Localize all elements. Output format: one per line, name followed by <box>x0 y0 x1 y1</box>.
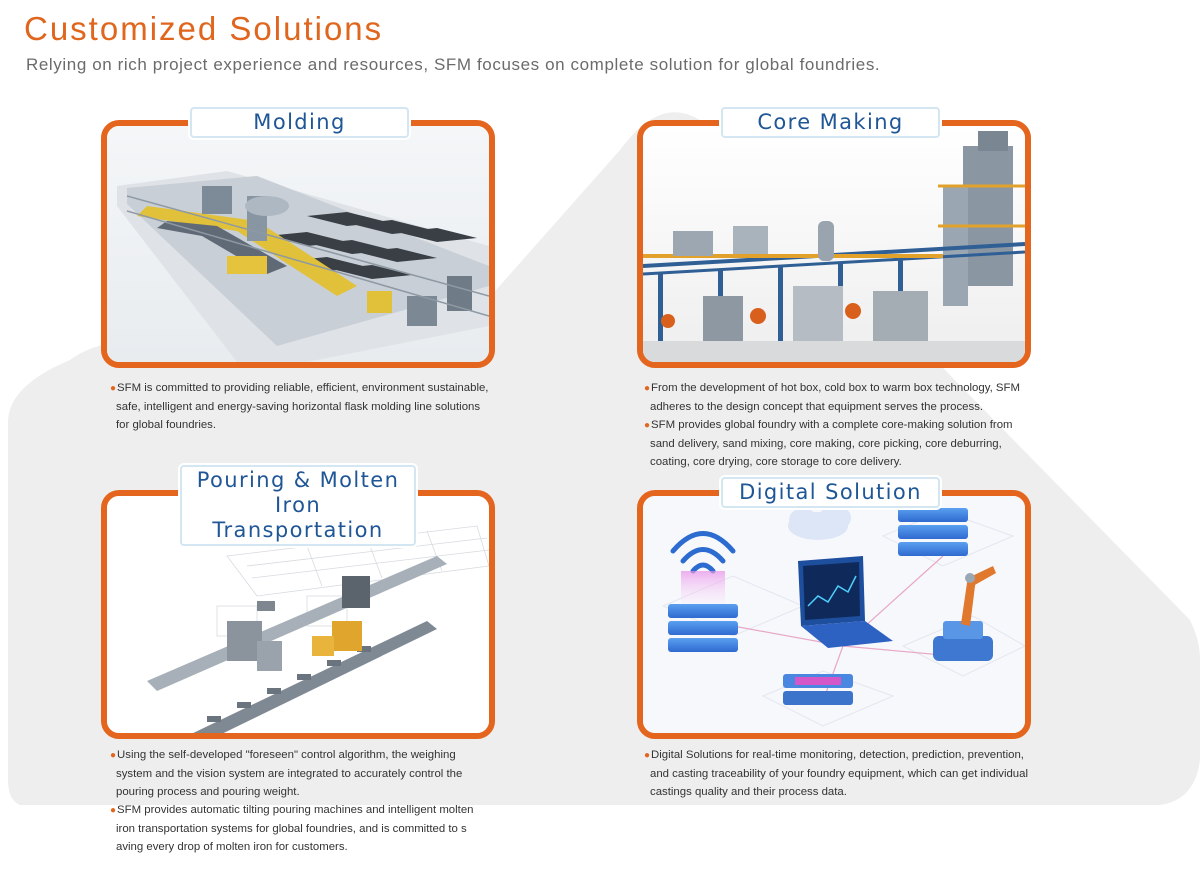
digital-solution-illustration <box>643 496 1025 733</box>
bullet-icon: ● <box>110 750 117 761</box>
core-making-plant-illustration <box>643 126 1025 362</box>
section-title-pouring: Pouring & Molten Iron Transportation <box>180 465 416 546</box>
cloud-icon <box>788 505 851 540</box>
chip-icon <box>783 674 853 705</box>
list-item: ●Digital Solutions for real-time monitor… <box>644 749 1029 798</box>
digital-solution-description: ●Digital Solutions for real-time monitor… <box>640 746 1030 801</box>
core-making-image-card <box>637 120 1031 368</box>
bullet-icon: ● <box>110 805 117 816</box>
section-title-pouring-line1: Pouring & Molten <box>196 468 400 492</box>
page-title: Customized Solutions <box>24 10 384 47</box>
database-icon <box>898 508 968 556</box>
bullet-icon: ● <box>644 750 651 761</box>
section-title-core-making: Core Making <box>721 107 940 138</box>
bullet-icon: ● <box>110 383 117 394</box>
laptop-icon <box>798 556 893 648</box>
list-item: ●SFM is committed to providing reliable,… <box>110 382 489 431</box>
molding-line-illustration <box>107 126 489 362</box>
bullet-icon: ● <box>644 420 651 431</box>
core-making-description: ●From the development of hot box, cold b… <box>640 379 1040 471</box>
robot-arm-icon <box>933 566 996 661</box>
molding-description: ●SFM is committed to providing reliable,… <box>106 379 492 434</box>
list-item: ●From the development of hot box, cold b… <box>644 382 1020 413</box>
list-item: ●SFM provides global foundry with a comp… <box>644 419 1013 468</box>
wifi-icon <box>670 531 736 574</box>
page-subtitle: Relying on rich project experience and r… <box>26 55 881 74</box>
section-title-molding: Molding <box>190 107 409 138</box>
molding-image-card <box>101 120 495 368</box>
section-title-pouring-line2: Iron Transportation <box>212 493 384 542</box>
list-item: ●Using the self-developed "foreseen" con… <box>110 749 463 798</box>
pouring-description: ●Using the self-developed "foreseen" con… <box>106 746 486 856</box>
section-title-digital-solution: Digital Solution <box>721 477 940 508</box>
server-stack-icon <box>668 604 738 652</box>
bullet-icon: ● <box>644 383 651 394</box>
digital-solution-image-card <box>637 490 1031 739</box>
list-item: ●SFM provides automatic tilting pouring … <box>110 804 474 853</box>
